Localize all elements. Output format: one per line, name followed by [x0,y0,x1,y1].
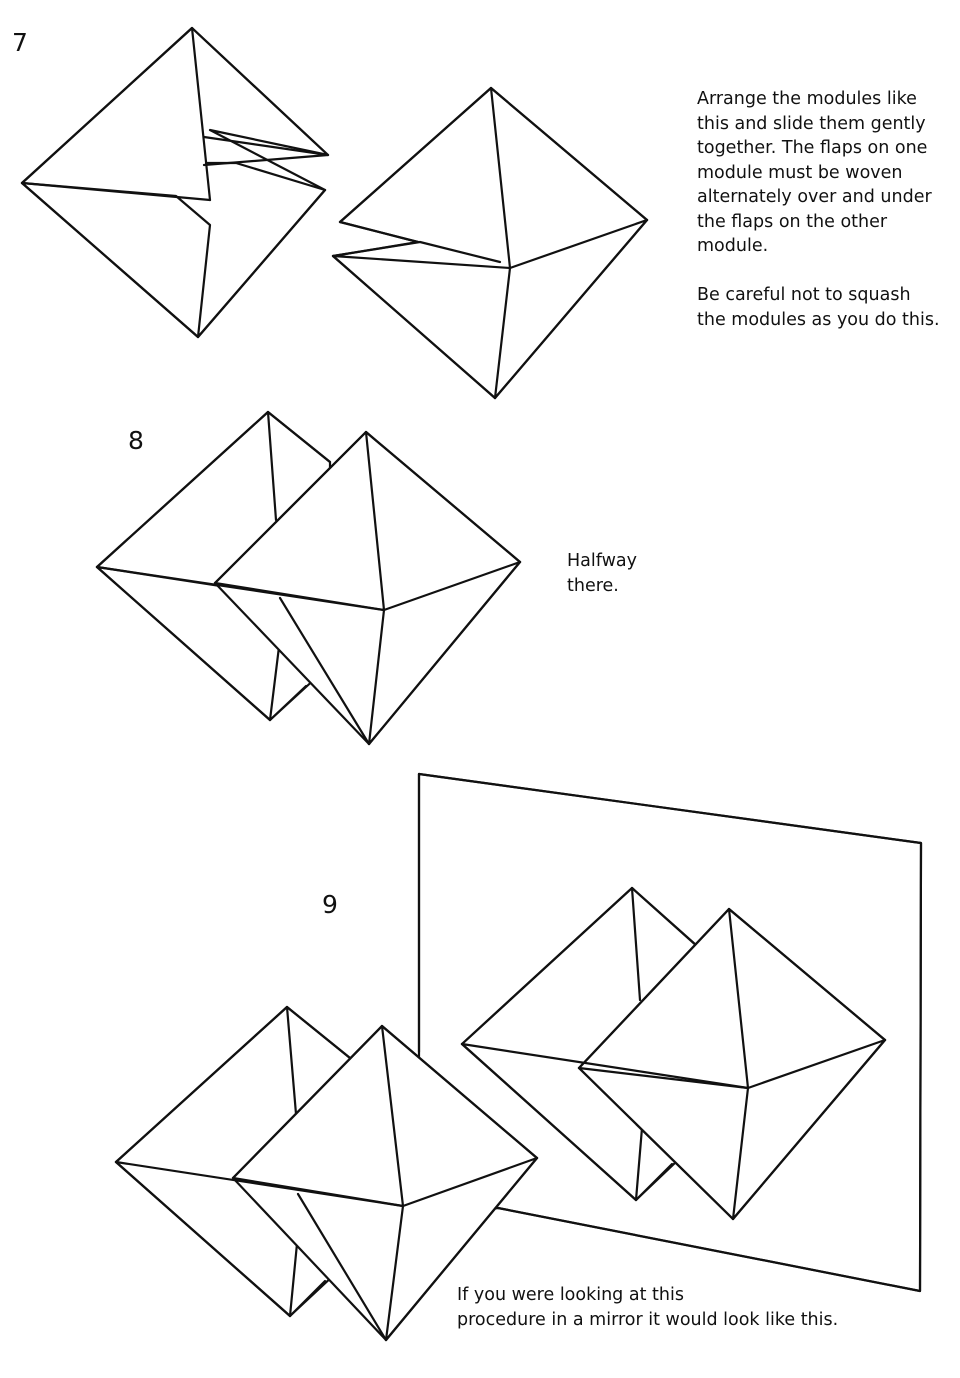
step-9-mirror-front-module [460,907,887,1221]
step-8-instructions: Halfway there. [567,551,637,596]
step-8-front-module [95,430,522,746]
step-9-number: 9 [322,890,338,919]
step-7-right-module [331,86,649,400]
step-9-front-front-module [114,1024,539,1342]
step-8-number: 8 [128,426,144,455]
step-7-number: 7 [12,28,28,57]
step-7-left-module [20,26,330,339]
step-9-instructions: If you were looking at this procedure in… [457,1285,839,1330]
step-7-instructions: Arrange the modules like this and slide … [697,89,940,330]
